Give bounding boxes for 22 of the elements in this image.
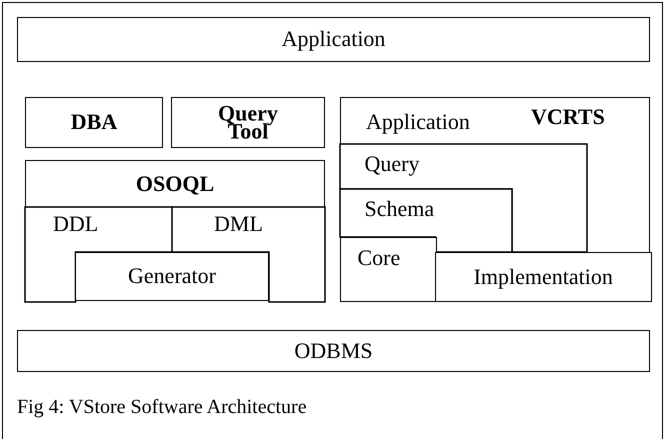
layer-box <box>17 17 650 62</box>
layer-label: Query <box>364 152 420 176</box>
layer-label: Generator <box>128 264 216 288</box>
module-box <box>25 97 163 148</box>
layer-box <box>340 237 436 302</box>
module-title: DBA <box>70 110 118 134</box>
layer-box <box>17 330 650 372</box>
layer-label: Implementation <box>474 264 613 289</box>
layer-label: DML <box>214 212 263 236</box>
module-box <box>25 160 325 208</box>
layer-label: Application <box>366 110 470 134</box>
layer-box <box>435 252 652 302</box>
figure-caption: Fig 4: VStore Software Architecture <box>17 396 307 418</box>
module-title: Query Tool <box>217 104 279 140</box>
module-title: OSOQL <box>136 172 214 196</box>
layer-label: Application <box>282 26 386 52</box>
layer-label: ODBMS <box>294 338 373 363</box>
layer-label: Core <box>358 246 400 270</box>
module-box <box>171 97 325 148</box>
layer-label: DDL <box>53 212 98 236</box>
submodule-box <box>75 252 269 301</box>
module-title: VCRTS <box>531 105 605 130</box>
